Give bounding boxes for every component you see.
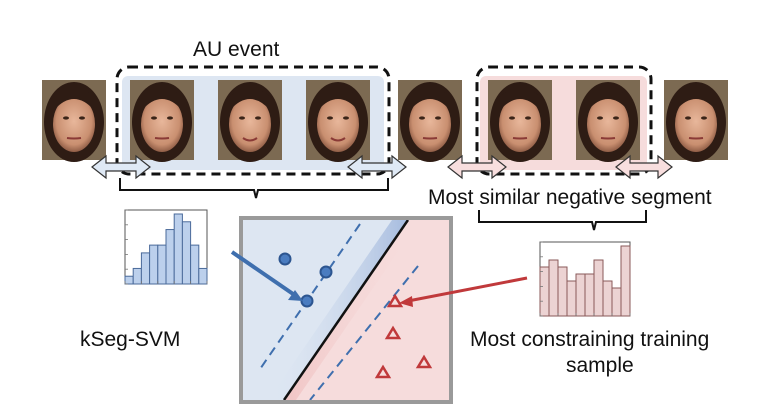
constraining-sample-label-line1: Most constraining training <box>470 328 710 351</box>
svm-plot <box>239 216 453 404</box>
negative-support-sample <box>386 293 404 308</box>
positive-sample <box>319 265 333 279</box>
au-event-label: AU event <box>193 38 280 61</box>
histogram-bar <box>157 244 167 285</box>
positive-support-sample <box>300 294 314 308</box>
boundary-double-arrow <box>615 154 673 180</box>
histogram-bar <box>124 275 134 285</box>
histogram-bar <box>181 221 192 285</box>
histogram-bar <box>149 244 159 285</box>
boundary-double-arrow <box>447 154 507 180</box>
histogram-bar <box>575 273 586 317</box>
negative-histogram <box>539 241 631 317</box>
face-frame <box>218 80 282 162</box>
histogram-bar <box>593 259 604 317</box>
histogram-bar <box>140 252 151 285</box>
histogram-bar <box>611 287 622 317</box>
histogram-bar <box>198 267 208 285</box>
face-frame <box>306 80 370 162</box>
positive-pointer-arrow <box>230 250 298 298</box>
au-event-dashed-box <box>115 65 391 176</box>
negative-pointer-arrow <box>407 276 528 303</box>
margin-blur-positive <box>268 220 408 400</box>
face-frames <box>42 80 728 162</box>
face-frame <box>130 80 194 162</box>
svm-plot-frame <box>239 216 453 404</box>
face-frame <box>398 80 462 162</box>
method-label: kSeg-SVM <box>80 328 181 351</box>
histogram-bar <box>620 245 631 317</box>
histogram-bar <box>132 267 142 285</box>
histogram-bar <box>557 266 568 317</box>
negative-sample <box>384 325 402 340</box>
au-event-brace <box>119 178 389 199</box>
negative-segment-dashed-box <box>475 65 653 176</box>
face-frame <box>576 80 640 162</box>
histogram-bar <box>602 280 613 317</box>
histogram-bar <box>165 229 175 285</box>
histogram-bar <box>584 273 595 317</box>
boundary-double-arrow <box>347 154 407 180</box>
face-frame <box>488 80 552 162</box>
positive-histogram <box>124 209 208 285</box>
constraining-sample-label-line2: sample <box>566 354 634 377</box>
negative-margin <box>309 265 419 400</box>
histogram-bar <box>566 280 577 317</box>
histogram-bar <box>190 244 200 285</box>
margin-blur-negative <box>284 220 420 400</box>
face-frame <box>664 80 728 162</box>
boundary-double-arrow <box>91 154 151 180</box>
negative-segment-label: Most similar negative segment <box>428 186 712 209</box>
negative-sample <box>415 354 433 369</box>
boundary-arrows <box>91 154 673 180</box>
histogram-bar <box>539 266 550 317</box>
negative-sample <box>374 364 392 379</box>
histogram-bar <box>548 259 559 317</box>
negative-segment-brace <box>478 210 647 231</box>
face-frame <box>42 80 106 162</box>
positive-pointer-arrowhead <box>288 290 303 301</box>
positive-sample <box>278 252 292 266</box>
decision-boundary <box>282 220 410 400</box>
histogram-bar <box>173 213 183 285</box>
negative-pointer-arrowhead <box>399 296 413 307</box>
